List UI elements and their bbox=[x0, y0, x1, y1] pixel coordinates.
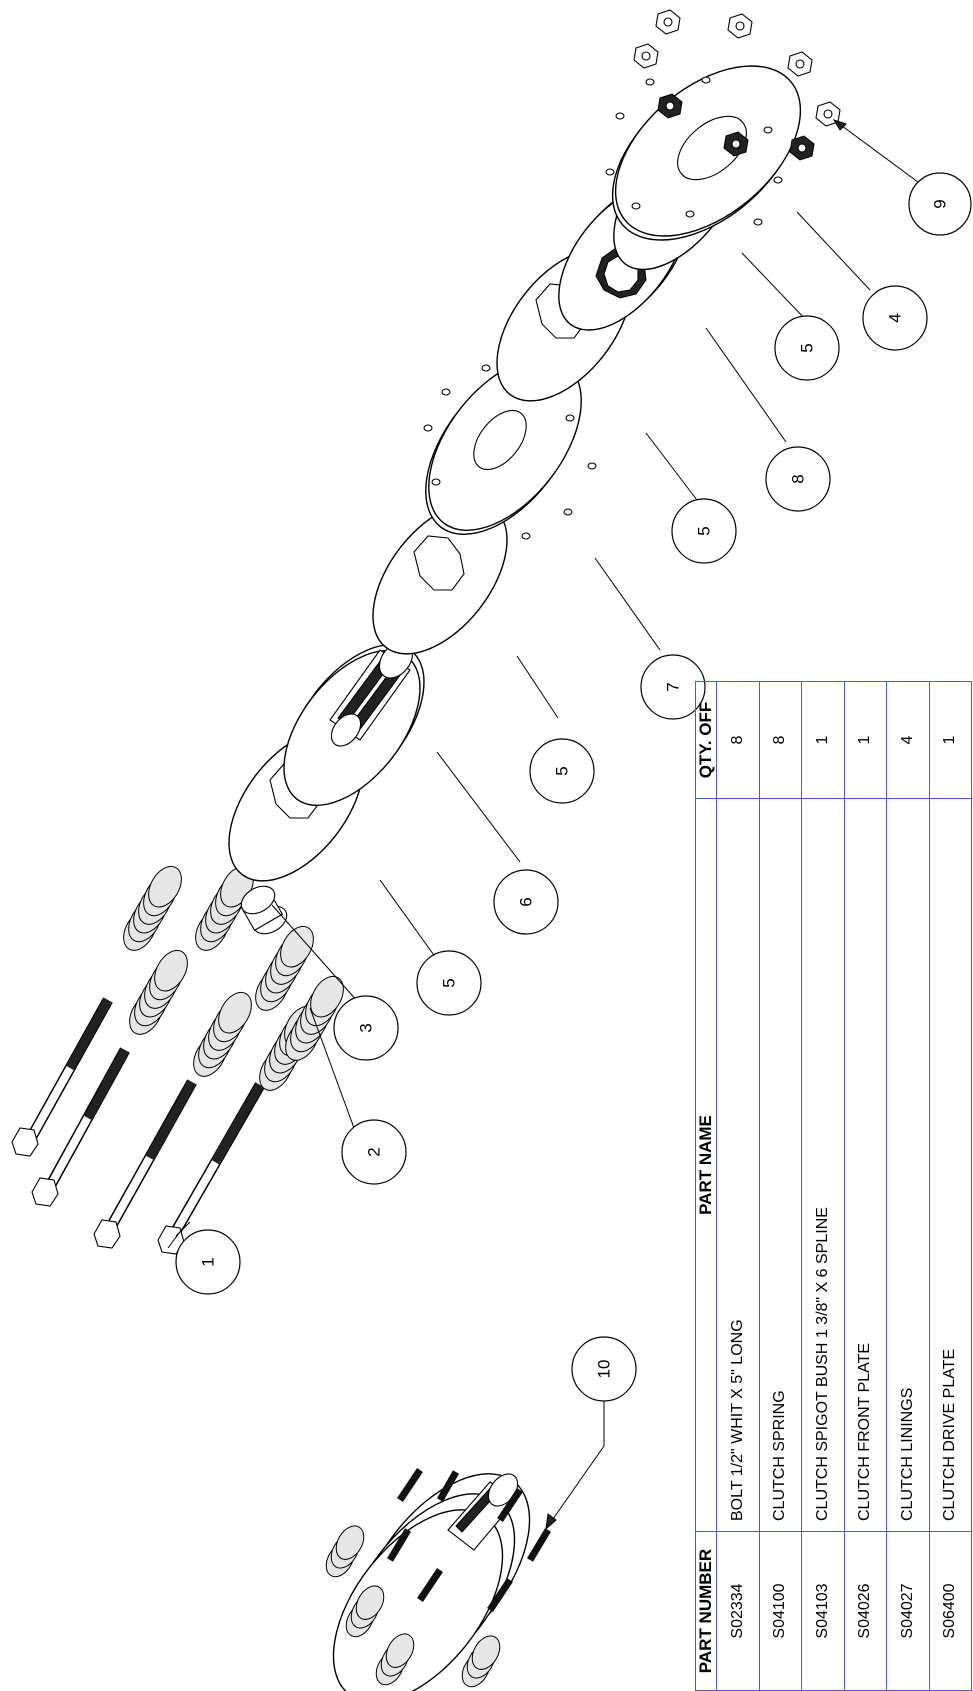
svg-text:1: 1 bbox=[199, 1257, 218, 1266]
cell-qty: 1 bbox=[929, 681, 972, 799]
callout-2: 2 bbox=[341, 1119, 407, 1185]
svg-text:5: 5 bbox=[695, 526, 714, 535]
spring bbox=[255, 925, 314, 1011]
cell-qty: 8 bbox=[759, 681, 802, 799]
cell-part-number: S04100 bbox=[759, 1531, 802, 1691]
svg-text:8: 8 bbox=[789, 474, 808, 483]
svg-text:3: 3 bbox=[357, 1023, 376, 1032]
cell-qty: 1 bbox=[844, 681, 887, 799]
table-row: S02334 BOLT 1/2" WHIT X 5" LONG 8 bbox=[716, 681, 759, 1691]
nut bbox=[787, 51, 813, 77]
cell-part-name: CLUTCH FRONT PLATE bbox=[844, 798, 887, 1532]
springs-group bbox=[123, 865, 344, 1091]
front-plate bbox=[423, 357, 597, 540]
svg-text:5: 5 bbox=[798, 343, 817, 352]
cell-qty: 1 bbox=[801, 681, 844, 799]
callout-10: 10 bbox=[571, 1336, 637, 1402]
spring bbox=[193, 991, 252, 1077]
cell-part-name: BOLT 1/2" WHIT X 5" LONG bbox=[716, 798, 759, 1532]
bolt bbox=[31, 1047, 130, 1207]
svg-text:7: 7 bbox=[664, 682, 683, 691]
table-row: S04103 CLUTCH SPIGOT BUSH 1 3/8" X 6 SPL… bbox=[801, 681, 844, 1691]
spring bbox=[195, 865, 254, 951]
spring bbox=[285, 975, 344, 1061]
cell-part-name: CLUTCH DRIVE PLATE bbox=[929, 798, 972, 1532]
table-row: S04027 CLUTCH LININGS 4 bbox=[886, 681, 929, 1691]
cell-qty: 8 bbox=[716, 681, 759, 799]
nut bbox=[727, 13, 753, 39]
table-row: S04100 CLUTCH SPRING 8 bbox=[759, 681, 802, 1691]
svg-text:2: 2 bbox=[365, 1147, 384, 1156]
spigot-bush bbox=[240, 885, 288, 935]
cell-part-name: CLUTCH LININGS bbox=[886, 798, 929, 1532]
callout-3: 3 bbox=[333, 995, 399, 1061]
callout-8: 8 bbox=[765, 446, 831, 512]
callout-5b: 5 bbox=[529, 738, 595, 804]
callout-1: 1 bbox=[175, 1229, 241, 1295]
spring bbox=[129, 949, 188, 1035]
nut bbox=[657, 93, 683, 119]
callout-4: 4 bbox=[862, 285, 928, 351]
table-row: S04026 CLUTCH FRONT PLATE 1 bbox=[844, 681, 887, 1691]
nut bbox=[655, 9, 681, 35]
cell-part-name: CLUTCH SPIGOT BUSH 1 3/8" X 6 SPLINE bbox=[801, 798, 844, 1532]
bolt bbox=[93, 1079, 197, 1249]
svg-text:9: 9 bbox=[931, 199, 950, 208]
table-header-row: PART NUMBER PART NAME QTY. OFF bbox=[695, 681, 717, 1691]
cell-part-number: S04026 bbox=[844, 1531, 887, 1691]
svg-text:5: 5 bbox=[553, 766, 572, 775]
cell-part-number: S04027 bbox=[886, 1531, 929, 1691]
header-part-number: PART NUMBER bbox=[695, 1531, 717, 1691]
spring bbox=[123, 865, 182, 951]
nuts-group bbox=[633, 9, 841, 161]
cell-part-number: S06400 bbox=[929, 1531, 972, 1691]
svg-text:5: 5 bbox=[440, 978, 459, 987]
parts-list-table: PART NUMBER PART NAME QTY. OFF S02334 BO… bbox=[695, 681, 972, 1691]
leader-lines bbox=[167, 119, 923, 1531]
table-row: S06400 CLUTCH DRIVE PLATE 1 bbox=[929, 681, 972, 1691]
bolts-group bbox=[11, 997, 265, 1255]
callout-9: 9 bbox=[908, 172, 972, 236]
svg-text:10: 10 bbox=[595, 1360, 614, 1379]
callout-6: 6 bbox=[493, 869, 559, 935]
cell-part-number: S02334 bbox=[716, 1531, 759, 1691]
callout-5d: 5 bbox=[774, 315, 840, 381]
nut bbox=[723, 131, 749, 157]
callout-7: 7 bbox=[640, 654, 706, 720]
parts-table-container: PART NUMBER PART NAME QTY. OFF S02334 BO… bbox=[695, 681, 972, 1691]
drive-plate bbox=[283, 641, 425, 807]
callout-5a: 5 bbox=[416, 950, 482, 1016]
nut bbox=[789, 135, 815, 161]
svg-text:6: 6 bbox=[517, 897, 536, 906]
header-qty: QTY. OFF bbox=[695, 681, 717, 799]
svg-text:4: 4 bbox=[886, 313, 905, 322]
nut bbox=[633, 43, 659, 69]
callout-5c: 5 bbox=[671, 498, 737, 564]
bolt bbox=[11, 997, 113, 1157]
bolt bbox=[157, 1082, 265, 1255]
cell-part-number: S04103 bbox=[801, 1531, 844, 1691]
header-part-name: PART NAME bbox=[695, 798, 717, 1532]
assembled-clutch bbox=[325, 1468, 552, 1691]
cell-qty: 4 bbox=[886, 681, 929, 799]
cell-part-name: CLUTCH SPRING bbox=[759, 798, 802, 1532]
